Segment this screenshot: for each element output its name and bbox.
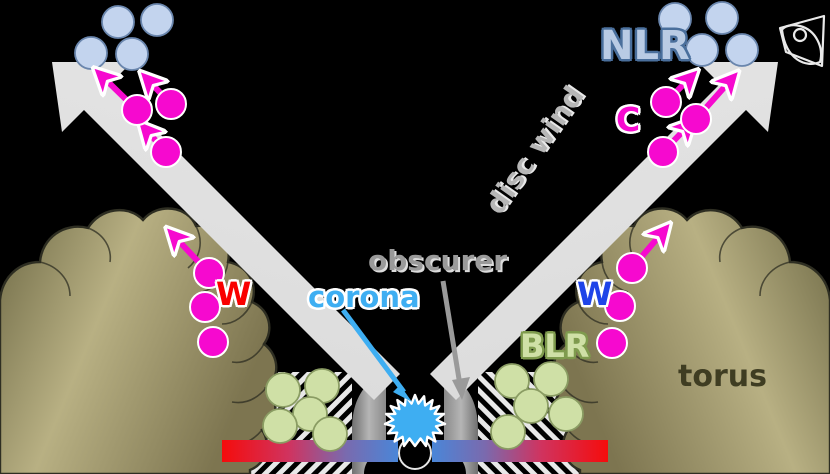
label-torus: torus: [678, 359, 767, 394]
wind-clumps-left: [104, 78, 229, 358]
label-nlr: NLR: [599, 23, 692, 69]
wind-clumps-right: [596, 80, 729, 359]
nlr-clouds-right: [658, 1, 759, 67]
label-blr: BLR: [520, 327, 590, 365]
nlr-clouds-left: [74, 3, 174, 71]
label-clouds-c: C: [616, 100, 641, 139]
label-corona: corona: [308, 280, 420, 314]
corona-star-icon: [383, 393, 447, 448]
obscurer-pointer-arrow: [440, 280, 470, 400]
blr-clouds-left: [262, 368, 348, 452]
label-obscurer: obscurer: [368, 244, 508, 277]
label-wind-right: W: [577, 275, 613, 313]
corona-pointer-arrow: [340, 308, 412, 402]
label-wind-left: W: [216, 275, 252, 313]
accretion-disc: [222, 440, 608, 462]
observer-eye-icon: [778, 14, 826, 68]
blr-clouds-right: [490, 361, 584, 450]
